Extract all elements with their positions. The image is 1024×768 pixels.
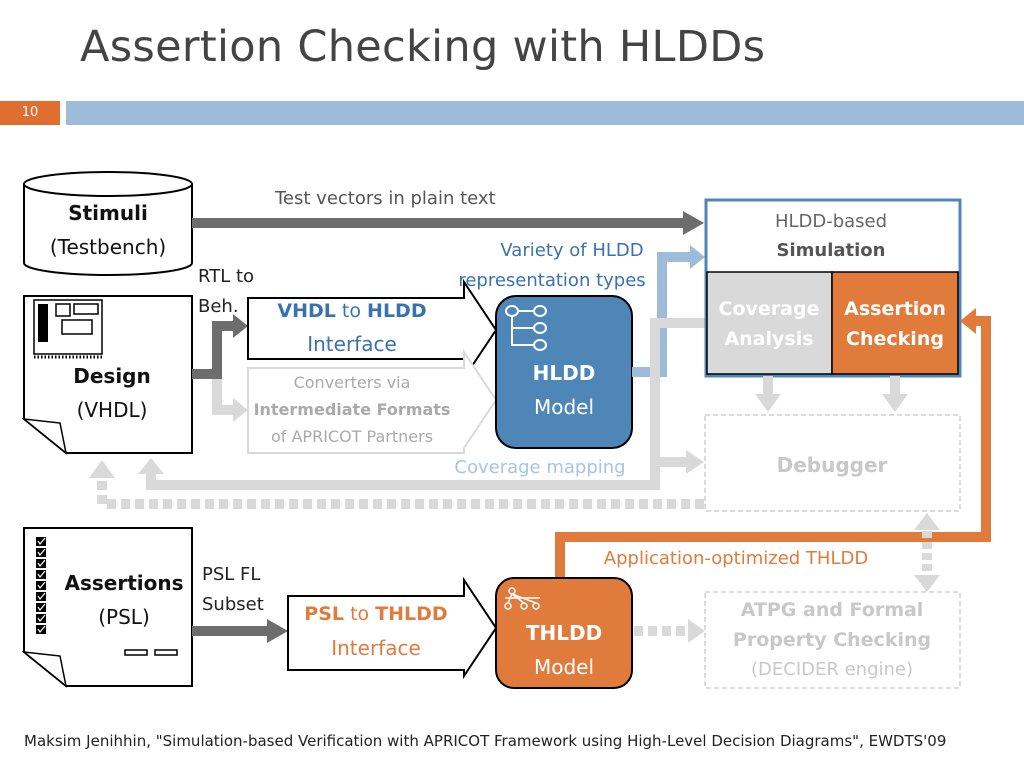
stimuli-cylinder [23,171,193,276]
rtl-label-line2: Beh. [198,296,239,317]
title-bar [66,101,1024,125]
converters-line2: Intermediate Formats [253,400,451,419]
vhdl-interface-line1: VHDL to HLDD [277,300,426,322]
assertion-checking-line2: Checking [846,328,944,350]
psl-text: PSL [304,603,345,625]
debugger-box [704,414,961,512]
converters-shape [247,348,498,454]
checkbox-mark [36,603,46,612]
checkbox-mark [36,614,46,623]
check-tick [37,603,46,612]
check-tick [37,537,46,546]
slide-title: Assertion Checking with HLDDs [80,22,766,72]
coverage-mapping-arrow [138,318,705,490]
down-arrows-to-debugger [755,376,908,412]
hldd-model-title: HLDD [532,361,596,385]
slide-number: 10 [0,101,60,125]
rtl-fork-arrow [192,314,248,379]
thldd-text: THLDD [375,603,448,625]
coverage-mapping-label: Coverage mapping [454,457,626,478]
checklist-icon [36,537,46,634]
assertion-checking-box [831,271,959,375]
test-vectors-label: Test vectors in plain text [275,188,496,209]
design-subtitle: (VHDL) [76,398,148,422]
coverage-analysis-line1: Coverage [718,298,820,320]
thldd-model-subtitle: Model [533,655,595,679]
rtl-label-line1: RTL to [198,266,255,287]
debugger-label: Debugger [776,453,888,477]
checkbox-mark [36,625,46,634]
application-arrow [555,308,991,578]
checkbox-mark [36,592,46,601]
checkbox-mark [36,581,46,590]
assertion-checking-line1: Assertion [844,298,946,320]
design-title: Design [73,364,151,388]
psl-label-line1: PSL FL [202,564,261,585]
check-tick [37,548,46,557]
footer-citation: Maksim Jenihhin, "Simulation-based Verif… [24,732,947,750]
simulation-line1: HLDD-based [774,211,888,232]
coverage-analysis-box [706,271,833,375]
vhdl-text: VHDL [277,300,336,322]
psl-arrow [192,619,288,643]
atpg-line2: Property Checking [732,629,932,651]
thldd-model-box [495,577,633,689]
checkbox-mark [36,548,46,557]
stimuli-subtitle: (Testbench) [49,235,167,259]
check-tick [37,581,46,590]
checkbox-mark [36,537,46,546]
hldd-model-subtitle: Model [533,395,595,419]
converters-line3: of APRICOT Partners [270,427,434,446]
atpg-line3: (DECIDER engine) [750,659,914,680]
vhdl-interface-line2: Interface [307,332,397,356]
assertions-subtitle: (PSL) [98,605,150,629]
check-tick [37,614,46,623]
coverage-analysis-line2: Analysis [724,328,814,350]
application-label: Application-optimized THLDD [603,548,869,569]
assertions-document [21,527,193,688]
converters-line1: Converters via [293,373,411,392]
psl-to-text: to [344,603,376,625]
atpg-box [704,591,961,689]
checkbox-mark [36,570,46,579]
hldd-text: HLDD [367,300,427,322]
vhdl-interface-shape [247,278,498,382]
hldd-to-simulation-arrow [632,245,705,377]
hldd-graph-icon [505,305,547,351]
psl-label-line2: Subset [202,594,264,615]
thldd-model-title: THLDD [525,621,603,645]
checkbox-mark [36,559,46,568]
psl-interface-line1: PSL to THLDD [304,603,447,625]
stimuli-title: Stimuli [68,201,148,225]
vhdl-to-text: to [335,300,368,322]
simulation-line2: Simulation [776,240,886,261]
psl-interface-shape [287,576,498,680]
debugger-atpg-arrow [914,513,940,592]
check-tick [37,592,46,601]
atpg-line1: ATPG and Formal [740,599,924,621]
variety-label-line1: Variety of HLDD [500,240,644,261]
check-tick [37,570,46,579]
chip-icon [33,299,103,359]
thldd-to-atpg-arrow [634,619,705,643]
thldd-graph-icon [504,587,540,610]
check-tick [37,559,46,568]
psl-interface-line2: Interface [331,636,421,660]
debugger-feedback-arrow [89,460,704,509]
converters-arrow [212,379,248,422]
assertions-title: Assertions [64,571,184,595]
check-tick [37,625,46,634]
test-vectors-arrow [192,211,704,235]
variety-label-line2: representation types [458,270,646,291]
